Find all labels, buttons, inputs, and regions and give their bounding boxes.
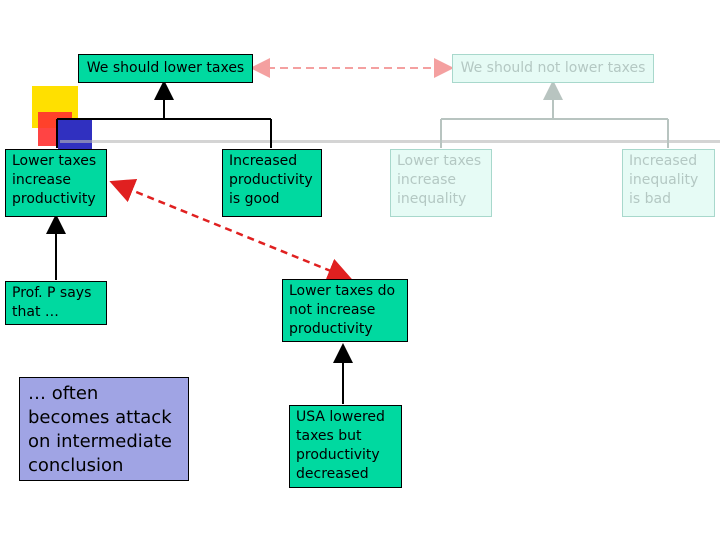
premise-lower-taxes-increase-inequality: Lower taxes increase inequality: [390, 149, 492, 217]
support-usa-example: USA lowered taxes but productivity decre…: [289, 405, 402, 488]
support-prof-p-says: Prof. P says that …: [5, 281, 107, 325]
decor-gray-rule: [60, 140, 720, 143]
counter-lower-taxes-no-productivity: Lower taxes do not increase productivity: [282, 279, 408, 342]
claim-lower-taxes: We should lower taxes: [78, 54, 253, 83]
premise-lower-taxes-increase-productivity: Lower taxes increase productivity: [5, 149, 107, 217]
premise-increased-productivity-good: Increased productivity is good: [222, 149, 322, 217]
attack-callout: … often becomes attack on intermediate c…: [19, 377, 189, 481]
premise-increased-inequality-bad: Increased inequality is bad: [622, 149, 715, 217]
decor-blue-square: [58, 118, 92, 150]
claim-not-lower-taxes: We should not lower taxes: [452, 54, 654, 83]
pro-support-tree: [56, 80, 272, 148]
con-support-tree: [440, 80, 669, 148]
intermediate-conflict-arrow: [109, 178, 353, 283]
